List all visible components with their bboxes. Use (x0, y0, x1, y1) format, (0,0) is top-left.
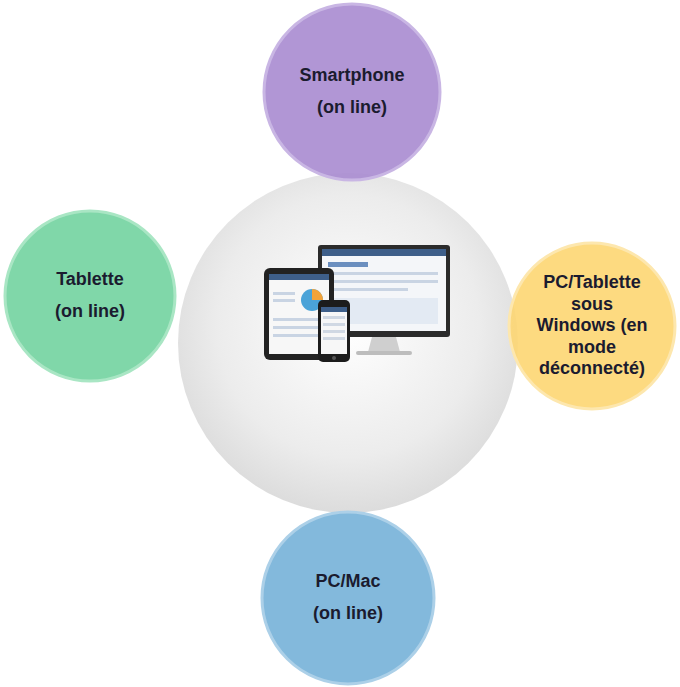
mode-label: (on line) (55, 301, 125, 323)
circle-fill (5, 211, 175, 381)
device-label: Smartphone (299, 65, 404, 87)
device-label: PC/Mac (315, 571, 380, 593)
circle-fill (262, 512, 434, 684)
tablet-circle: Tablette (on line) (3, 209, 177, 383)
circle-fill (509, 243, 675, 409)
device-label: Tablette (56, 269, 124, 291)
circle-content: PC/Mac (on line) (260, 510, 436, 686)
mode-label: (on line) (313, 603, 383, 625)
mode-label: (on line) (317, 97, 387, 119)
device-label: PC/Tablette sous Windows (en mode déconn… (530, 272, 654, 380)
phone-icon (318, 300, 350, 362)
smartphone-circle: Smartphone (on line) (262, 2, 442, 182)
circle-content: Tablette (on line) (3, 209, 177, 383)
circle-content: PC/Tablette sous Windows (en mode déconn… (507, 241, 677, 411)
circle-fill (264, 4, 440, 180)
circle-outline (3, 209, 177, 383)
windows-circle: PC/Tablette sous Windows (en mode déconn… (507, 241, 677, 411)
circle-outline (260, 510, 436, 686)
central-circle (178, 173, 518, 513)
mac-circle: PC/Mac (on line) (260, 510, 436, 686)
circle-outline (262, 2, 442, 182)
circle-content: Smartphone (on line) (262, 2, 442, 182)
